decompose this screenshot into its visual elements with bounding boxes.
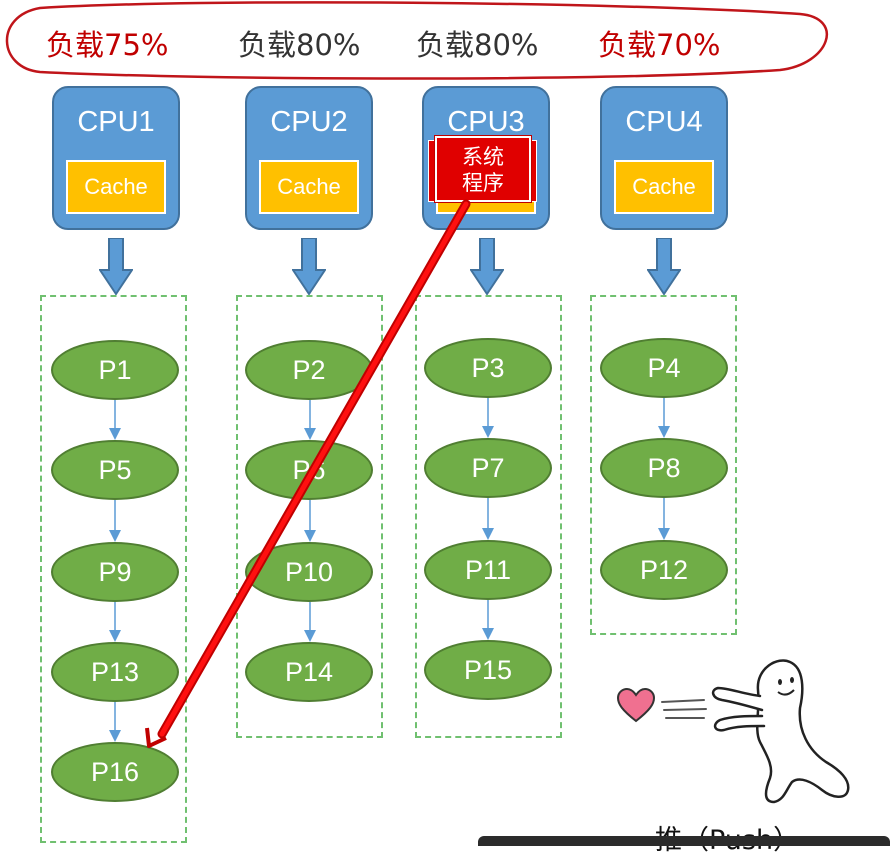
heart-icon (616, 688, 656, 723)
speed-lines-icon (661, 699, 707, 719)
cpu-block-4: CPU4 Cache (600, 86, 728, 230)
video-control-bar (478, 836, 890, 846)
load-label-cpu2: 负载80% (238, 28, 361, 62)
process-node: P12 (600, 540, 728, 600)
process-node: P9 (51, 542, 179, 602)
cache-block: Cache (614, 160, 714, 214)
cpu-label: CPU1 (77, 106, 155, 138)
cpu-label: CPU3 (447, 106, 525, 138)
process-node: P7 (424, 438, 552, 498)
cache-block: Cache (259, 160, 359, 214)
system-program-line1: 系统 (462, 145, 504, 169)
load-label-cpu1: 负载75% (46, 28, 169, 62)
load-label-cpu3: 负载80% (416, 28, 539, 62)
down-arrow-icon (292, 238, 326, 296)
pushing-figure-icon (711, 659, 850, 804)
load-label-cpu4: 负载70% (598, 28, 721, 62)
process-node: P4 (600, 338, 728, 398)
cpu-label: CPU4 (625, 106, 703, 138)
process-node: P14 (245, 642, 373, 702)
process-node: P6 (245, 440, 373, 500)
process-node: P8 (600, 438, 728, 498)
process-node: P2 (245, 340, 373, 400)
cache-block: Cache (66, 160, 166, 214)
system-program-box: 系统 程序 (435, 136, 531, 202)
down-arrow-icon (99, 238, 133, 296)
process-node: P13 (51, 642, 179, 702)
process-node: P10 (245, 542, 373, 602)
process-node: P3 (424, 338, 552, 398)
system-program-line2: 程序 (462, 171, 504, 195)
process-node: P1 (51, 340, 179, 400)
down-arrow-icon (470, 238, 504, 296)
cpu-label: CPU2 (270, 106, 348, 138)
down-arrow-icon (647, 238, 681, 296)
process-node: P11 (424, 540, 552, 600)
cpu-block-2: CPU2 Cache (245, 86, 373, 230)
process-node: P15 (424, 640, 552, 700)
process-node: P16 (51, 742, 179, 802)
cpu-block-1: CPU1 Cache (52, 86, 180, 230)
process-node: P5 (51, 440, 179, 500)
ready-queue-4 (590, 295, 737, 635)
